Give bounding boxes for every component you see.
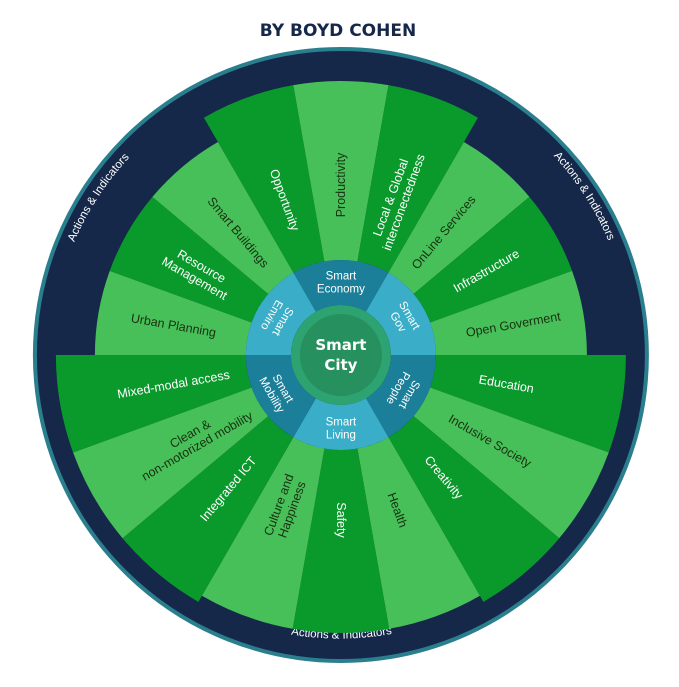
wedge-urban-planning bbox=[94, 270, 252, 355]
dimension-sector-gov bbox=[365, 272, 436, 355]
dimension-sector-enviro bbox=[245, 272, 316, 355]
wedge-clean-non-motorized-mobility bbox=[73, 387, 269, 539]
wedge-education bbox=[430, 355, 626, 453]
wedge-resource-management bbox=[109, 196, 269, 323]
wedge-online-services bbox=[388, 141, 530, 294]
wedge-mixed-modal-access bbox=[55, 355, 252, 453]
wedge-integrated-ict bbox=[122, 416, 294, 602]
wedge-culture-and-happiness bbox=[201, 437, 325, 629]
indicator-label-productivity: Productivity bbox=[334, 152, 348, 217]
dimension-sector-people bbox=[365, 355, 436, 438]
wedge-local-global-interconectedness bbox=[357, 85, 478, 273]
wedge-creativity bbox=[388, 416, 560, 602]
center-label-line2: City bbox=[324, 356, 357, 374]
wedge-safety bbox=[292, 448, 390, 633]
wedge-productivity bbox=[293, 80, 389, 262]
wedge-infrastructure bbox=[413, 196, 573, 323]
wedge-smart-buildings bbox=[152, 141, 294, 294]
author-title: BY BOYD COHEN bbox=[260, 21, 416, 41]
center-label-line1: Smart bbox=[315, 336, 366, 354]
center-core bbox=[299, 314, 382, 396]
dimension-sector-mobility bbox=[245, 355, 316, 438]
dimension-sector-living bbox=[293, 398, 389, 450]
dimension-sector-economy bbox=[293, 260, 389, 312]
wedge-open-goverment bbox=[430, 270, 587, 355]
wedge-inclusive-society bbox=[413, 387, 609, 539]
wedge-opportunity bbox=[203, 85, 325, 273]
wedge-health bbox=[357, 437, 480, 629]
indicator-label-safety: Safety bbox=[334, 502, 348, 538]
